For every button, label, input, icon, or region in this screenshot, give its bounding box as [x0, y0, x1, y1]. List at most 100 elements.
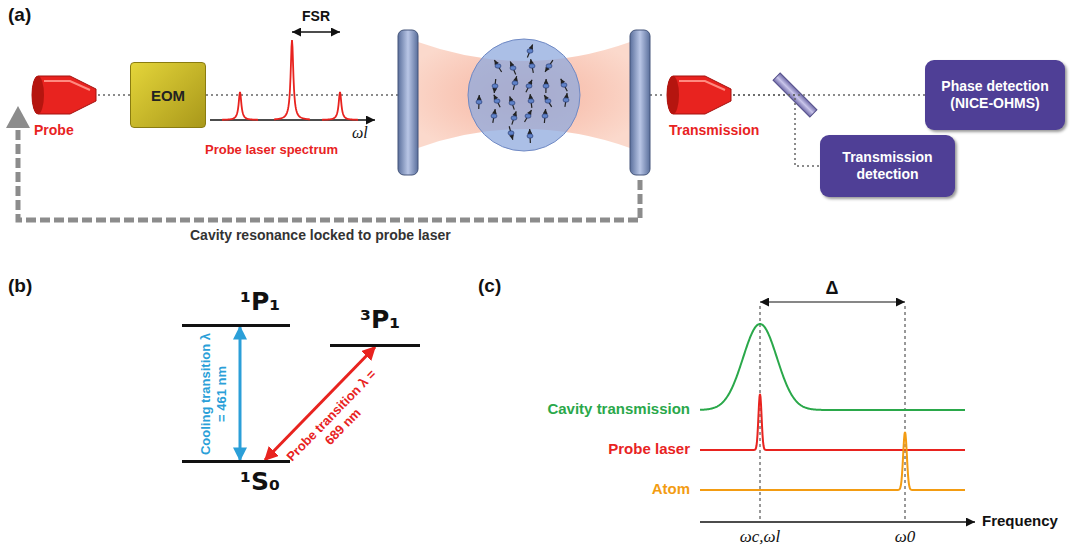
atom-spin — [527, 134, 533, 138]
atom-spin — [529, 64, 535, 68]
feedback-arrow — [6, 106, 30, 128]
cavity-mirror — [398, 30, 418, 175]
atom-spin — [528, 99, 534, 103]
beam-line — [98, 94, 130, 96]
laser-beam-dotted — [650, 94, 665, 96]
energy-level: ¹P₁ — [182, 324, 290, 327]
laser-cone — [32, 76, 96, 114]
atom-spin — [510, 66, 516, 70]
laser-cone — [32, 76, 44, 114]
atom-spin — [525, 110, 532, 122]
node-text: ¹P₁ — [240, 288, 280, 316]
laser-cone — [44, 81, 90, 90]
node-text: Transmission — [669, 122, 759, 138]
spectral-curve — [700, 324, 965, 410]
node-text: EOM — [151, 87, 185, 104]
spectrum-title: Probe laser spectrum — [205, 142, 338, 158]
atom-spin — [509, 101, 515, 105]
laser-cone — [667, 76, 731, 114]
atom-spin — [527, 45, 532, 58]
guide-line — [905, 306, 906, 520]
transmitted-beam: Transmission — [665, 72, 733, 118]
atom-spin — [525, 114, 531, 118]
spectral-curve — [700, 432, 965, 490]
atom-spin — [546, 64, 552, 68]
transition-label: Cooling transition λ = 461 nm — [198, 329, 229, 459]
cavity-mirror — [630, 30, 650, 175]
detector-box: Phase detection (NICE-OHMS) — [925, 60, 1065, 130]
cavity-mirror — [398, 30, 650, 175]
atom-spin — [494, 99, 500, 103]
atom-cloud — [468, 39, 580, 151]
fsr-arrow — [292, 31, 340, 33]
modulator-box: EOM — [130, 62, 206, 128]
atom-spin — [491, 114, 497, 118]
detuning-arrow — [760, 302, 905, 303]
atom-spin — [511, 116, 517, 120]
spectral-curve — [700, 394, 965, 450]
spacing-label: FSR — [302, 8, 330, 25]
laser-beam-dotted — [206, 94, 398, 96]
frequency-axis — [700, 521, 975, 523]
panel-letter: (a) — [8, 4, 31, 27]
atom-cloud — [468, 39, 580, 151]
node-text: Probe — [34, 122, 74, 138]
atom-spin — [545, 99, 551, 103]
atom-spin — [476, 45, 569, 143]
atom-spin — [492, 84, 498, 88]
fsr-arrow — [292, 32, 340, 33]
panel-letter: (b) — [8, 275, 32, 298]
atom-spin — [495, 64, 501, 68]
laser-cone — [679, 81, 725, 90]
spectrum-peak — [222, 40, 358, 120]
atom-spin — [508, 131, 514, 135]
detector-box: Transmission detection — [820, 135, 955, 197]
feedback-label: Cavity resonance locked to probe laser — [190, 227, 451, 244]
guide-line — [760, 306, 761, 520]
axis-label: Frequency — [982, 512, 1058, 530]
detuning-arrow — [760, 301, 905, 302]
atom-spin — [510, 96, 515, 109]
frequency-mark: ωc,ωl — [740, 527, 781, 547]
transition-arrow — [239, 327, 242, 460]
laser-cone — [665, 72, 733, 118]
atom-spin — [527, 49, 533, 53]
spectrum-peak — [222, 92, 258, 120]
spectrum-peak — [322, 92, 358, 120]
laser-cone — [30, 72, 98, 118]
atom-spin — [542, 114, 548, 118]
atom-spin — [543, 84, 549, 88]
frequency-axis — [700, 522, 975, 523]
laser-cone — [667, 76, 679, 114]
guide-line — [760, 306, 905, 520]
transition-label: Probe transition λ = 689 nm — [281, 364, 393, 477]
axis-label: ωl — [352, 123, 368, 142]
spectrum-peak — [274, 40, 310, 119]
node-text: ¹S₀ — [240, 468, 280, 496]
atom-spin — [526, 80, 532, 93]
feedback-arrow — [6, 106, 640, 220]
energy-level: ¹S₀ — [182, 460, 290, 463]
atom-spin — [545, 60, 553, 72]
atom-spin — [476, 100, 482, 104]
atom-spin — [494, 60, 501, 72]
node-text: Phase detection (NICE-OHMS) — [933, 78, 1057, 112]
energy-level: ³P₁ — [330, 344, 420, 347]
feedback-arrow — [18, 126, 640, 220]
curve-label: Probe laser — [608, 440, 690, 458]
atom-spin — [563, 98, 569, 102]
node-text: Transmission detection — [828, 149, 947, 183]
curve-label: Cavity transmission — [547, 400, 690, 418]
atom-spin — [512, 81, 518, 85]
atom-spin — [561, 79, 568, 91]
detuning-label: Δ — [826, 278, 839, 300]
node-text: ³P₁ — [360, 306, 400, 334]
beam-line — [733, 94, 925, 96]
atom-spin — [526, 84, 532, 88]
atom-spin — [544, 95, 551, 107]
atom-spin — [561, 83, 567, 87]
panel-letter: (c) — [478, 275, 501, 298]
frequency-mark: ω0 — [895, 527, 916, 547]
spectral-curve — [700, 324, 965, 490]
